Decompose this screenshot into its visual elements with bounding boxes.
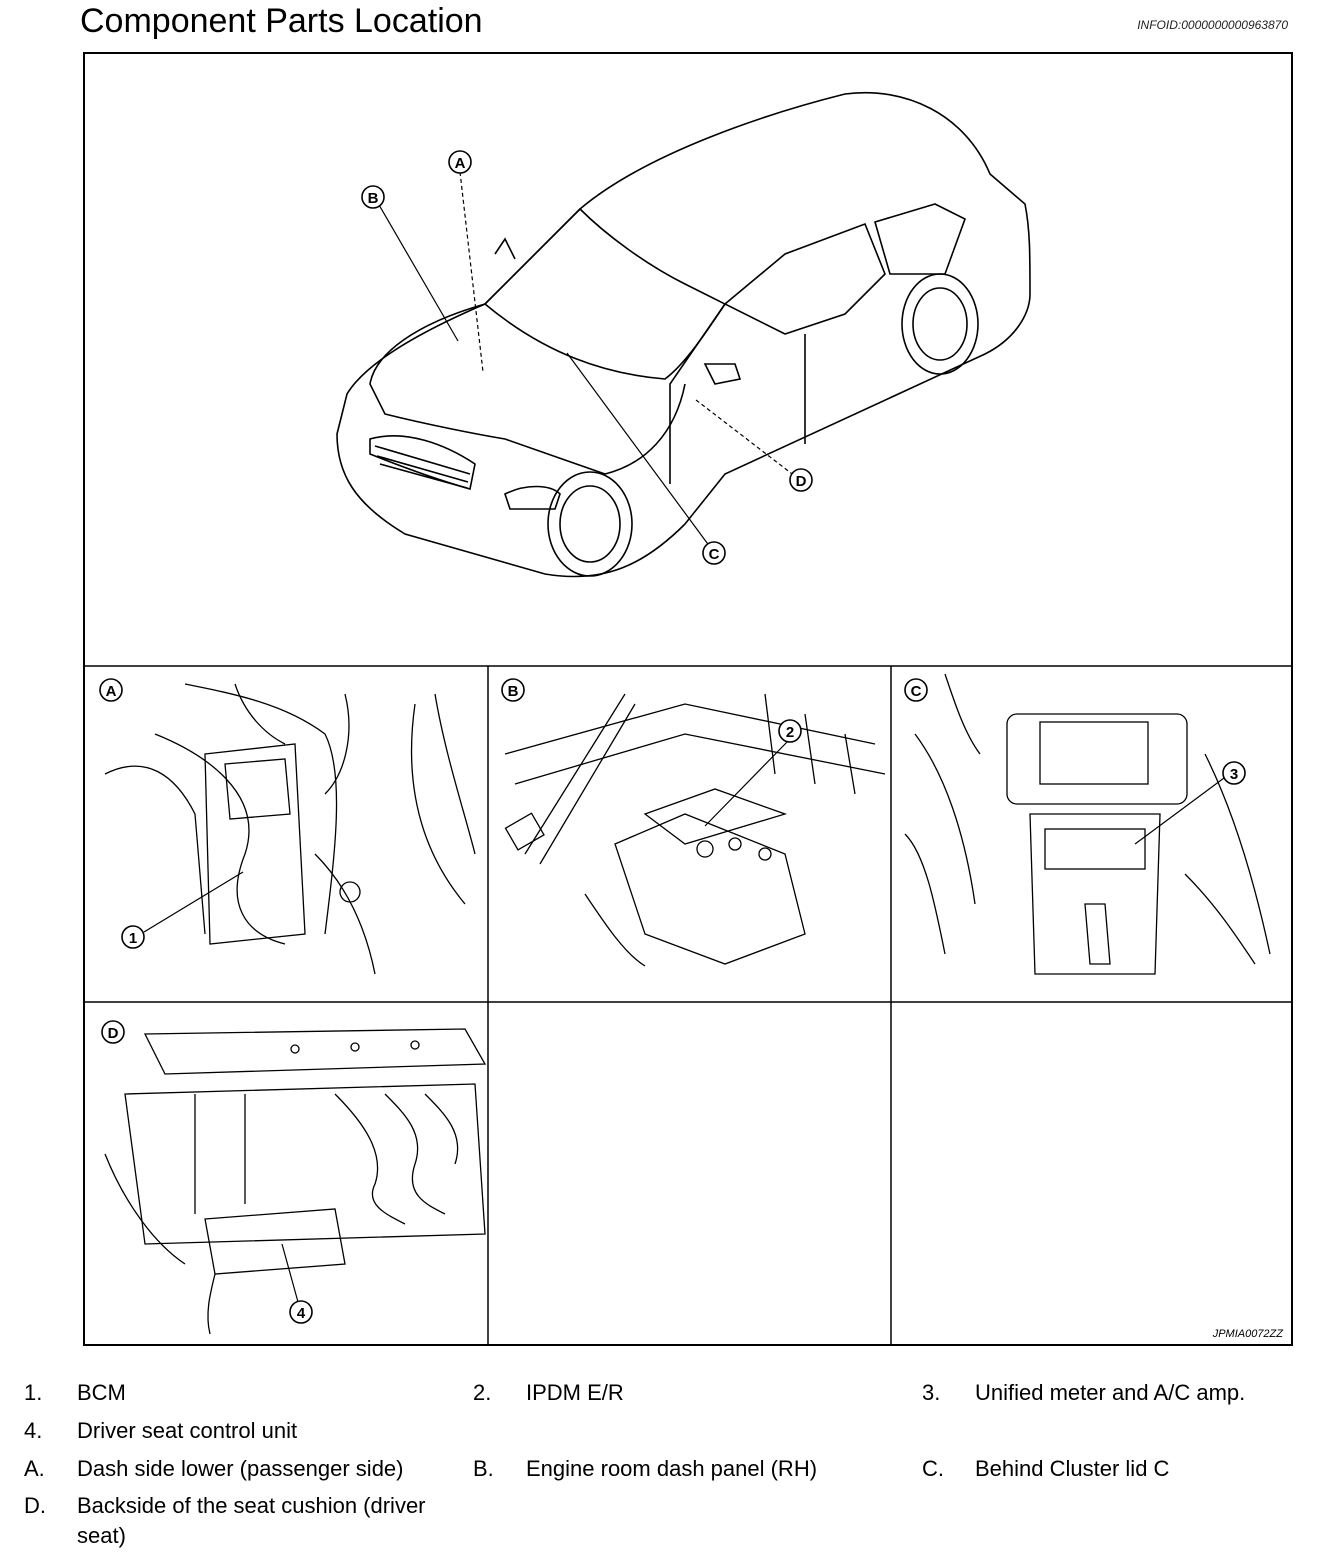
- panel-b-leader: [704, 739, 790, 827]
- panel-d-item-circle: [289, 1300, 313, 1324]
- panel-a-letter: A: [106, 683, 117, 700]
- car-callouts: A B C D: [361, 150, 813, 565]
- figure-code: JPMIA0072ZZ: [1212, 1328, 1283, 1340]
- panel-c-leader: [1134, 777, 1225, 845]
- panel-d-drawing: [104, 1028, 487, 1335]
- legend-text: Driver seat control unit: [77, 1418, 298, 1443]
- panel-b-letter: B: [508, 683, 519, 700]
- panel-c-item-circle: [1222, 761, 1246, 785]
- car-illustration: [336, 91, 1031, 578]
- legend-text: IPDM E/R: [526, 1380, 624, 1405]
- legend-number: 4.: [24, 1418, 43, 1443]
- component-location-figure: A B C D: [83, 52, 1293, 1346]
- callout-c: C: [702, 541, 726, 565]
- panel-grid: [85, 665, 1291, 1344]
- legend-text: BCM: [77, 1380, 126, 1405]
- info-id: INFOID:0000000000963870: [1137, 18, 1288, 32]
- legend-number: 1.: [24, 1380, 43, 1405]
- panel-d-letter: D: [108, 1025, 119, 1042]
- legend-number: B.: [473, 1456, 494, 1481]
- callout-a: A: [448, 150, 472, 174]
- panel-c-item-number: 3: [1230, 766, 1238, 783]
- panel-c: C 3: [904, 673, 1271, 975]
- callout-a-label: A: [455, 155, 466, 172]
- legend-text: Unified meter and A/C amp.: [975, 1380, 1246, 1405]
- figure-drawing: A B C D: [85, 91, 1291, 1344]
- page-title: Component Parts Location: [80, 2, 483, 40]
- panel-b-letter-circle: [501, 678, 525, 702]
- legend-text: Behind Cluster lid C: [975, 1456, 1170, 1481]
- panel-a-drawing: [104, 683, 476, 975]
- callout-b-label: B: [368, 190, 379, 207]
- callout-c-label: C: [709, 546, 720, 563]
- legend-number: A.: [24, 1456, 45, 1481]
- panel-a-letter-circle: [99, 678, 123, 702]
- legend-text: Engine room dash panel (RH): [526, 1456, 818, 1481]
- legend-number: C.: [922, 1456, 944, 1481]
- callout-d-label: D: [796, 473, 807, 490]
- legend-number: 2.: [473, 1380, 492, 1405]
- panel-c-letter: C: [911, 683, 922, 700]
- panel-c-letter-circle: [904, 678, 928, 702]
- panel-d-leader: [281, 1243, 299, 1303]
- panel-b-drawing: [504, 693, 886, 967]
- legend-number: 3.: [922, 1380, 941, 1405]
- panel-a: A 1: [99, 678, 476, 975]
- callout-d: D: [789, 468, 813, 492]
- panel-b-item-circle: [778, 719, 802, 743]
- legend-text: Dash side lower (passenger side): [77, 1456, 404, 1481]
- panel-d-letter-circle: [101, 1020, 125, 1044]
- panel-c-drawing: [904, 673, 1271, 975]
- panel-a-item-number: 1: [129, 930, 137, 947]
- panel-a-item-circle: [121, 925, 145, 949]
- car-leader-lines: [374, 171, 801, 552]
- panel-b: B 2: [501, 678, 886, 967]
- legend-text: Backside of the seat cushion (driver sea…: [77, 1493, 426, 1548]
- panel-d-item-number: 4: [297, 1305, 306, 1322]
- panel-b-item-number: 2: [786, 724, 794, 741]
- panel-a-leader: [143, 871, 244, 933]
- legend-number: D.: [24, 1493, 46, 1518]
- callout-b: B: [361, 185, 385, 209]
- panel-d: D 4: [101, 1020, 487, 1335]
